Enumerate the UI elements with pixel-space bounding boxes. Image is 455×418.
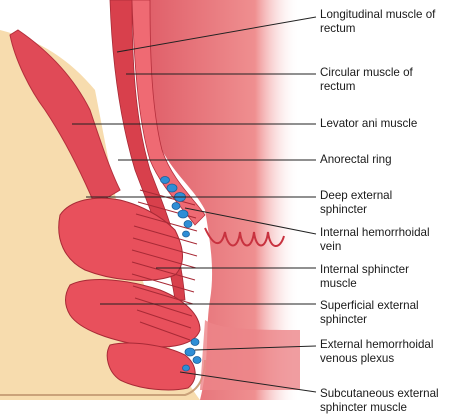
label-line: Deep external	[320, 189, 393, 202]
label-line: Internal hemorrhoidal	[320, 226, 430, 239]
label-line: Circular muscle of	[320, 66, 413, 79]
label-line: rectum	[320, 22, 356, 35]
label-line: sphincter	[320, 203, 368, 216]
label-line: sphincter muscle	[320, 401, 407, 414]
label-superficial-external-sphincter: Superficial external sphincter	[320, 299, 419, 327]
label-line: Superficial external	[320, 299, 419, 312]
anal-columns	[204, 227, 285, 247]
label-line: sphincter	[320, 313, 368, 326]
label-line: Levator ani muscle	[320, 117, 418, 130]
anal-canal-lower	[200, 320, 300, 390]
label-anorectal-ring: Anorectal ring	[320, 153, 392, 167]
label-circular-muscle: Circular muscle of rectum	[320, 66, 413, 94]
label-line: vein	[320, 240, 342, 253]
label-line: External hemorrhoidal	[320, 338, 434, 351]
label-external-hemorrhoidal-plexus: External hemorrhoidal venous plexus	[320, 338, 433, 366]
subcutaneous-external-sphincter	[106, 342, 196, 391]
leader-lines	[72, 16, 317, 393]
external-hemorrhoidal-plexus	[182, 338, 202, 372]
label-line: Internal sphincter	[320, 263, 409, 276]
rectal-mucosa	[150, 0, 300, 400]
label-subcutaneous-external-sphincter: Subcutaneous external sphincter muscle	[320, 387, 439, 415]
label-internal-hemorrhoidal-vein: Internal hemorrhoidal vein	[320, 226, 430, 254]
label-line: Longitudinal muscle of	[320, 8, 436, 21]
label-deep-external-sphincter: Deep external sphincter	[320, 189, 392, 217]
label-internal-sphincter: Internal sphincter muscle	[320, 263, 409, 291]
circular-muscle	[131, 0, 206, 226]
label-line: muscle	[320, 277, 357, 290]
label-longitudinal-muscle: Longitudinal muscle of rectum	[320, 8, 435, 36]
label-line: Anorectal ring	[320, 153, 392, 166]
label-line: rectum	[320, 80, 356, 93]
label-line: venous plexus	[320, 352, 395, 365]
label-levator-ani: Levator ani muscle	[320, 117, 417, 131]
label-line: Subcutaneous external	[320, 387, 439, 400]
